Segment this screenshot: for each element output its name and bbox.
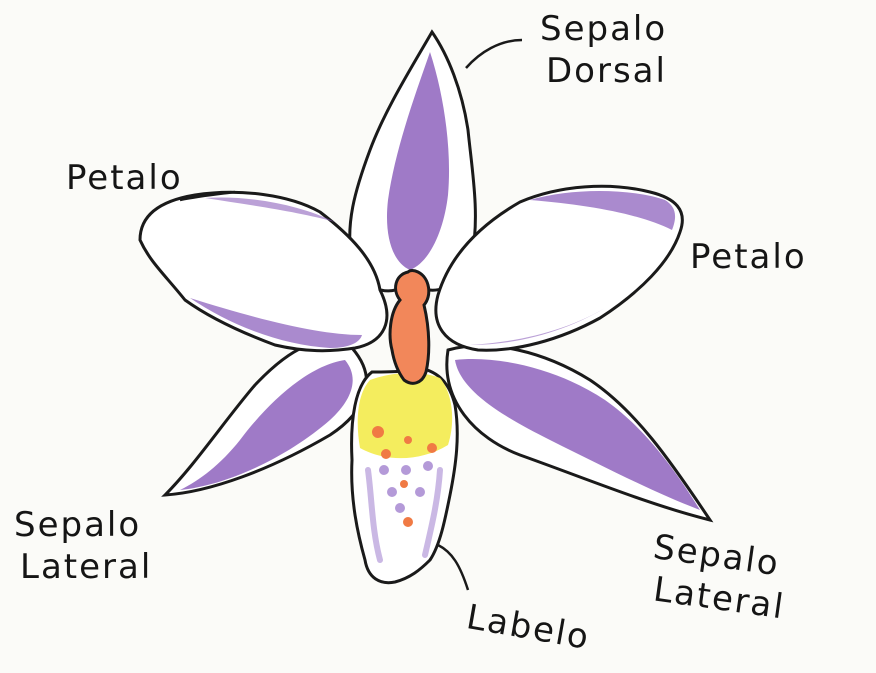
- label-petalo-left: Petalo: [66, 161, 183, 195]
- labellum-spot: [423, 461, 433, 471]
- labellum-spot: [403, 517, 413, 527]
- labellum-spot: [381, 449, 391, 459]
- label-sepalo-lateral-left-line1: Sepalo: [14, 505, 141, 545]
- labellum-spot: [395, 503, 405, 513]
- label-sepalo-lateral-left: Sepalo Lateral: [14, 508, 152, 584]
- leader-dorsal: [466, 40, 522, 68]
- labellum-spot: [400, 480, 408, 488]
- labellum-spot: [415, 487, 425, 497]
- labellum-spot: [372, 426, 384, 438]
- leader-labelo: [438, 545, 468, 590]
- column: [390, 271, 429, 384]
- labellum-spot: [427, 443, 437, 453]
- label-petalo-right: Petalo: [690, 240, 807, 274]
- label-sepalo-dorsal-line2: Dorsal: [540, 54, 667, 88]
- label-sepalo-dorsal-line1: Sepalo: [540, 9, 667, 49]
- label-sepalo-dorsal: Sepalo Dorsal: [540, 12, 667, 88]
- labellum-spot: [387, 487, 397, 497]
- labellum-spot: [404, 436, 412, 444]
- label-sepalo-lateral-left-line2: Lateral: [14, 550, 152, 584]
- labellum-spot: [379, 465, 389, 475]
- labellum-spot: [401, 465, 411, 475]
- labellum-throat: [358, 373, 452, 458]
- label-sepalo-lateral-right: Sepalo Lateral: [645, 530, 793, 625]
